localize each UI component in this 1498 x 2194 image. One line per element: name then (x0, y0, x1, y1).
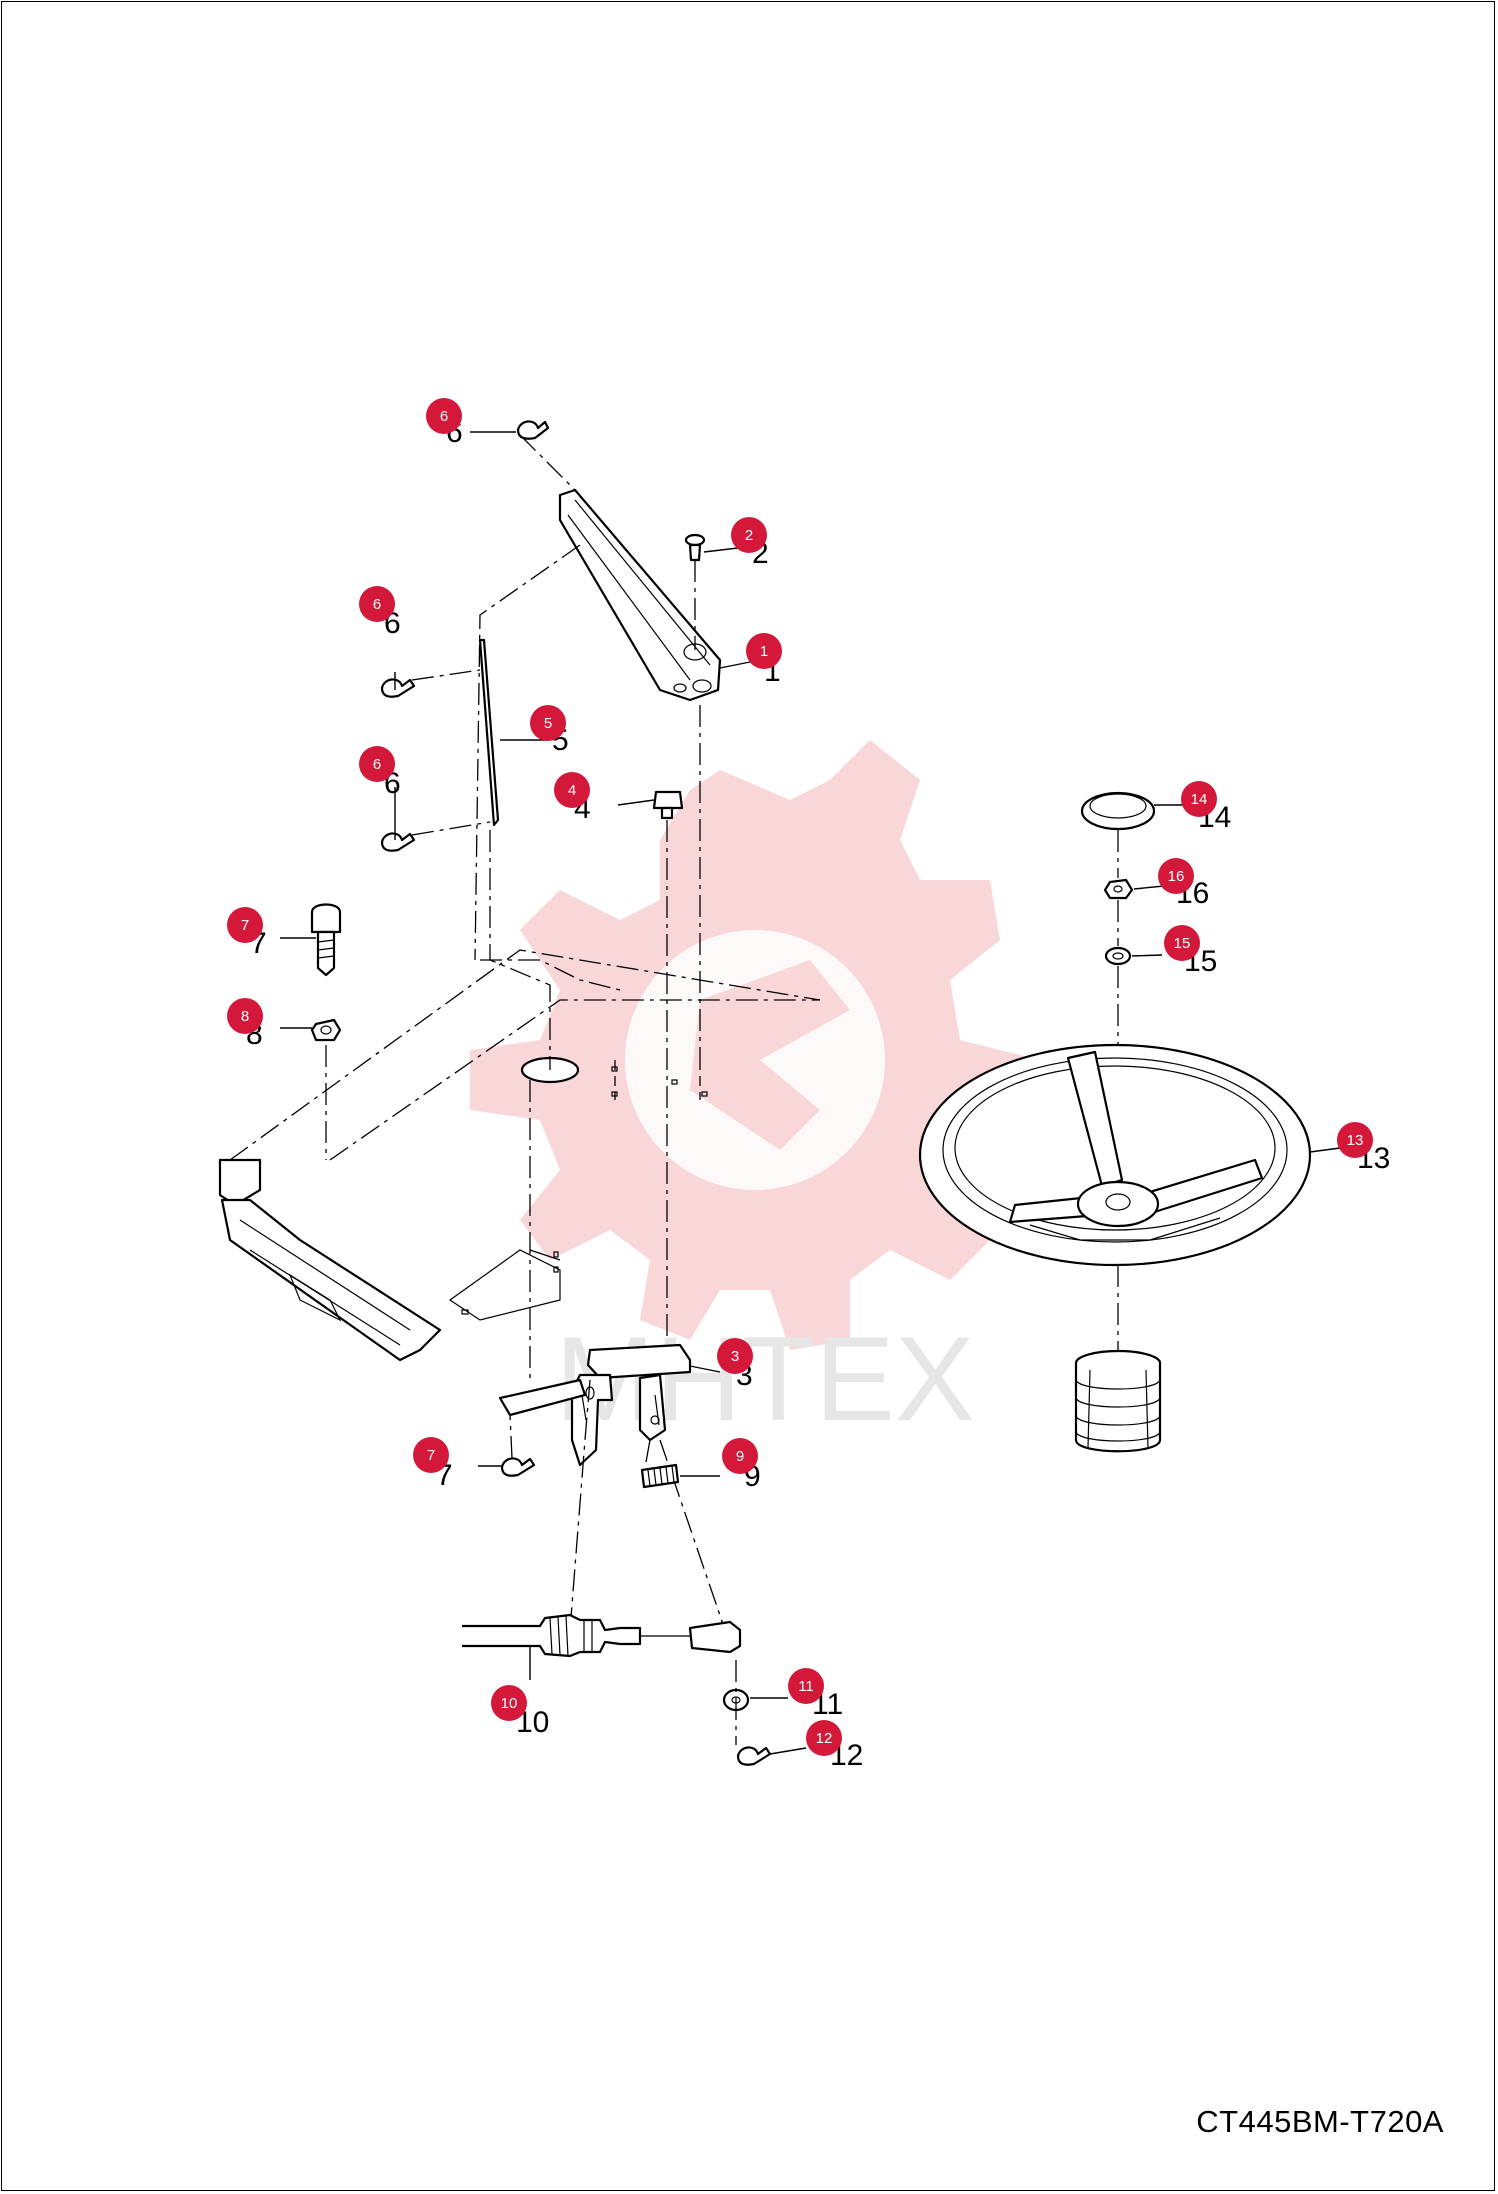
clip-part-6a (516, 420, 550, 440)
bracket-part-3 (498, 1343, 692, 1467)
callout-badge[interactable] (717, 1338, 753, 1374)
callout-badge-number: 10 (501, 1695, 518, 1712)
splined-hub (1074, 1349, 1162, 1453)
pin-part-7b (500, 1457, 536, 1477)
clip-part-12 (736, 1746, 772, 1766)
callout-badge-number: 5 (544, 715, 552, 732)
callout-badge[interactable] (359, 746, 395, 782)
lever-arm-part-1 (558, 488, 722, 702)
callout-badge-number: 6 (373, 596, 381, 613)
document-code: CT445BM-T720A (1196, 2104, 1444, 2139)
callout-badge[interactable] (731, 517, 767, 553)
clip-part-6b (380, 678, 416, 698)
callout-badge[interactable] (1337, 1122, 1373, 1158)
callout-badge-number: 7 (241, 917, 249, 934)
callout-badge[interactable] (1158, 858, 1194, 894)
nut-part-16 (1103, 878, 1134, 900)
callout-c6b: 66 (359, 586, 401, 640)
callout-badge[interactable] (746, 633, 782, 669)
callout-c5: 55 (530, 705, 569, 757)
callout-c8: 88 (227, 998, 263, 1051)
callout-c2: 22 (731, 517, 769, 570)
callout-badge-number: 8 (241, 1008, 249, 1025)
bolt-part-4 (652, 790, 684, 820)
screw-part-2 (684, 533, 706, 562)
callout-badge-number: 14 (1191, 791, 1208, 808)
callout-badge-number: 16 (1168, 868, 1185, 885)
callout-badge[interactable] (1164, 925, 1200, 961)
callout-badge-number: 11 (798, 1678, 814, 1695)
callout-badge[interactable] (227, 998, 263, 1034)
callout-badge-number: 2 (745, 527, 753, 544)
callout-badge-number: 1 (760, 643, 768, 660)
rod-part-5 (478, 638, 500, 827)
steering-wheel-part-13 (918, 1043, 1312, 1267)
callout-badge[interactable] (413, 1437, 449, 1473)
callout-c7b: 77 (413, 1437, 453, 1492)
callout-badge-number: 6 (440, 408, 448, 425)
spring-part-9 (640, 1463, 680, 1489)
nut-part-8 (310, 1018, 342, 1042)
washer-part-15 (1104, 946, 1132, 966)
pin-part-7a (310, 903, 342, 977)
callout-badge[interactable] (554, 772, 590, 808)
callout-badge-number: 7 (427, 1447, 435, 1464)
callout-c3: 33 (717, 1338, 753, 1392)
callout-badge[interactable] (426, 398, 462, 434)
callout-badge-number: 12 (816, 1730, 833, 1747)
callout-c4: 44 (554, 772, 591, 825)
callout-badge-number: 15 (1174, 935, 1191, 952)
callout-badge[interactable] (491, 1685, 527, 1721)
callout-badge[interactable] (227, 907, 263, 943)
callout-badge[interactable] (1181, 781, 1217, 817)
callout-c9: 99 (722, 1438, 761, 1493)
callout-c6a: 66 (426, 398, 463, 449)
callout-c7a: 77 (227, 907, 267, 960)
watermark-text: MHTEX (555, 1312, 975, 1446)
watermark-gear-logo (470, 740, 1040, 1350)
callout-badge[interactable] (722, 1438, 758, 1474)
callout-badge[interactable] (359, 586, 395, 622)
callout-badge-number: 4 (568, 782, 576, 799)
callout-badge-number: 13 (1347, 1132, 1364, 1149)
cable-part-10 (462, 1613, 742, 1658)
callout-c6c: 66 (359, 746, 401, 800)
callout-c1: 11 (746, 633, 782, 688)
leader-lines (280, 431, 1341, 1755)
callout-badge[interactable] (530, 705, 566, 741)
callout-badge-number: 6 (373, 756, 381, 773)
cap-part-14 (1080, 791, 1156, 831)
callout-badge[interactable] (788, 1668, 824, 1704)
callout-badge-number: 3 (731, 1348, 739, 1365)
callout-badge[interactable] (806, 1720, 842, 1756)
clip-part-6c (380, 832, 416, 852)
callout-badge-number: 9 (736, 1448, 744, 1465)
